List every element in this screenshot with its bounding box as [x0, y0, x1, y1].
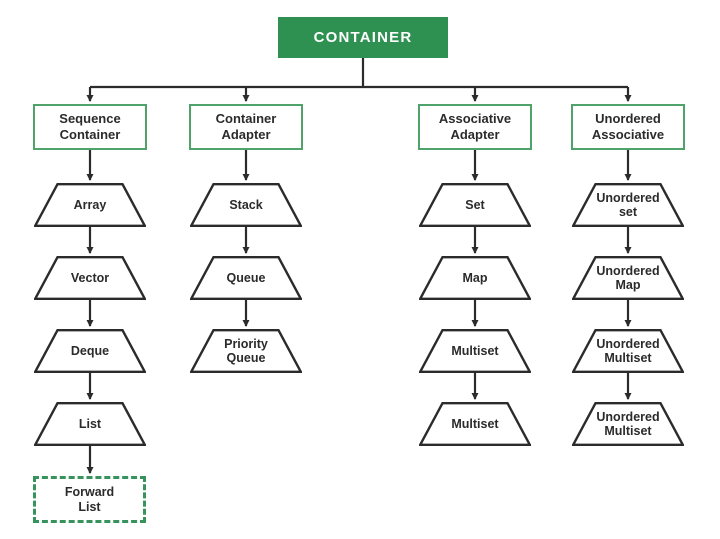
- node-queue: Queue: [190, 256, 302, 300]
- node-label: Vector: [70, 270, 110, 285]
- root-container-label: CONTAINER: [313, 29, 413, 46]
- trapezoid-shape: [34, 402, 146, 446]
- node-list: List: [34, 402, 146, 446]
- node-set: Set: [419, 183, 531, 227]
- node-stack: Stack: [190, 183, 302, 227]
- node-label: Forward List: [64, 484, 115, 514]
- trapezoid-shape: [34, 329, 146, 373]
- node-label: Map: [462, 270, 488, 285]
- header-container-adapter: Container Adapter: [189, 104, 303, 150]
- node-unordered-set: Unordered set: [572, 183, 684, 227]
- header-label: Container Adapter: [215, 111, 277, 142]
- trapezoid-shape: [419, 183, 531, 227]
- node-label: Deque: [70, 343, 110, 358]
- node-priority-queue: Priority Queue: [190, 329, 302, 373]
- node-label: Unordered Map: [596, 263, 660, 292]
- node-array: Array: [34, 183, 146, 227]
- trapezoid-shape: [190, 183, 302, 227]
- node-multiset: Multiset: [419, 329, 531, 373]
- node-label: Set: [465, 197, 485, 212]
- node-label: Priority Queue: [224, 336, 268, 365]
- node-vector: Vector: [34, 256, 146, 300]
- trapezoid-shape: [34, 256, 146, 300]
- node-label: Multiset: [451, 343, 499, 358]
- trapezoid-shape: [419, 329, 531, 373]
- trapezoid-shape: [190, 256, 302, 300]
- node-unordered-multiset-2: Unordered Multiset: [572, 402, 684, 446]
- node-label: Unordered set: [596, 190, 660, 219]
- header-label: Sequence Container: [59, 111, 121, 142]
- header-associative-adapter: Associative Adapter: [418, 104, 532, 150]
- node-label: List: [78, 416, 102, 431]
- trapezoid-shape: [190, 329, 302, 373]
- trapezoid-shape: [572, 183, 684, 227]
- header-label: Unordered Associative: [591, 111, 665, 142]
- node-multiset-2: Multiset: [419, 402, 531, 446]
- trapezoid-shape: [572, 402, 684, 446]
- header-unordered-associative: Unordered Associative: [571, 104, 685, 150]
- node-label: Queue: [226, 270, 266, 285]
- header-label: Associative Adapter: [438, 111, 512, 142]
- trapezoid-shape: [419, 256, 531, 300]
- header-sequence-container: Sequence Container: [33, 104, 147, 150]
- node-label: Unordered Multiset: [596, 336, 660, 365]
- root-container-box: CONTAINER: [278, 17, 448, 58]
- trapezoid-shape: [572, 329, 684, 373]
- trapezoid-shape: [572, 256, 684, 300]
- trapezoid-shape: [34, 183, 146, 227]
- node-forward-list: Forward List: [33, 476, 146, 523]
- trapezoid-shape: [419, 402, 531, 446]
- node-map: Map: [419, 256, 531, 300]
- node-label: Stack: [229, 197, 263, 212]
- node-unordered-map: Unordered Map: [572, 256, 684, 300]
- node-label: Array: [73, 197, 107, 212]
- node-label: Multiset: [451, 416, 499, 431]
- node-deque: Deque: [34, 329, 146, 373]
- node-label: Unordered Multiset: [596, 409, 660, 438]
- node-unordered-multiset: Unordered Multiset: [572, 329, 684, 373]
